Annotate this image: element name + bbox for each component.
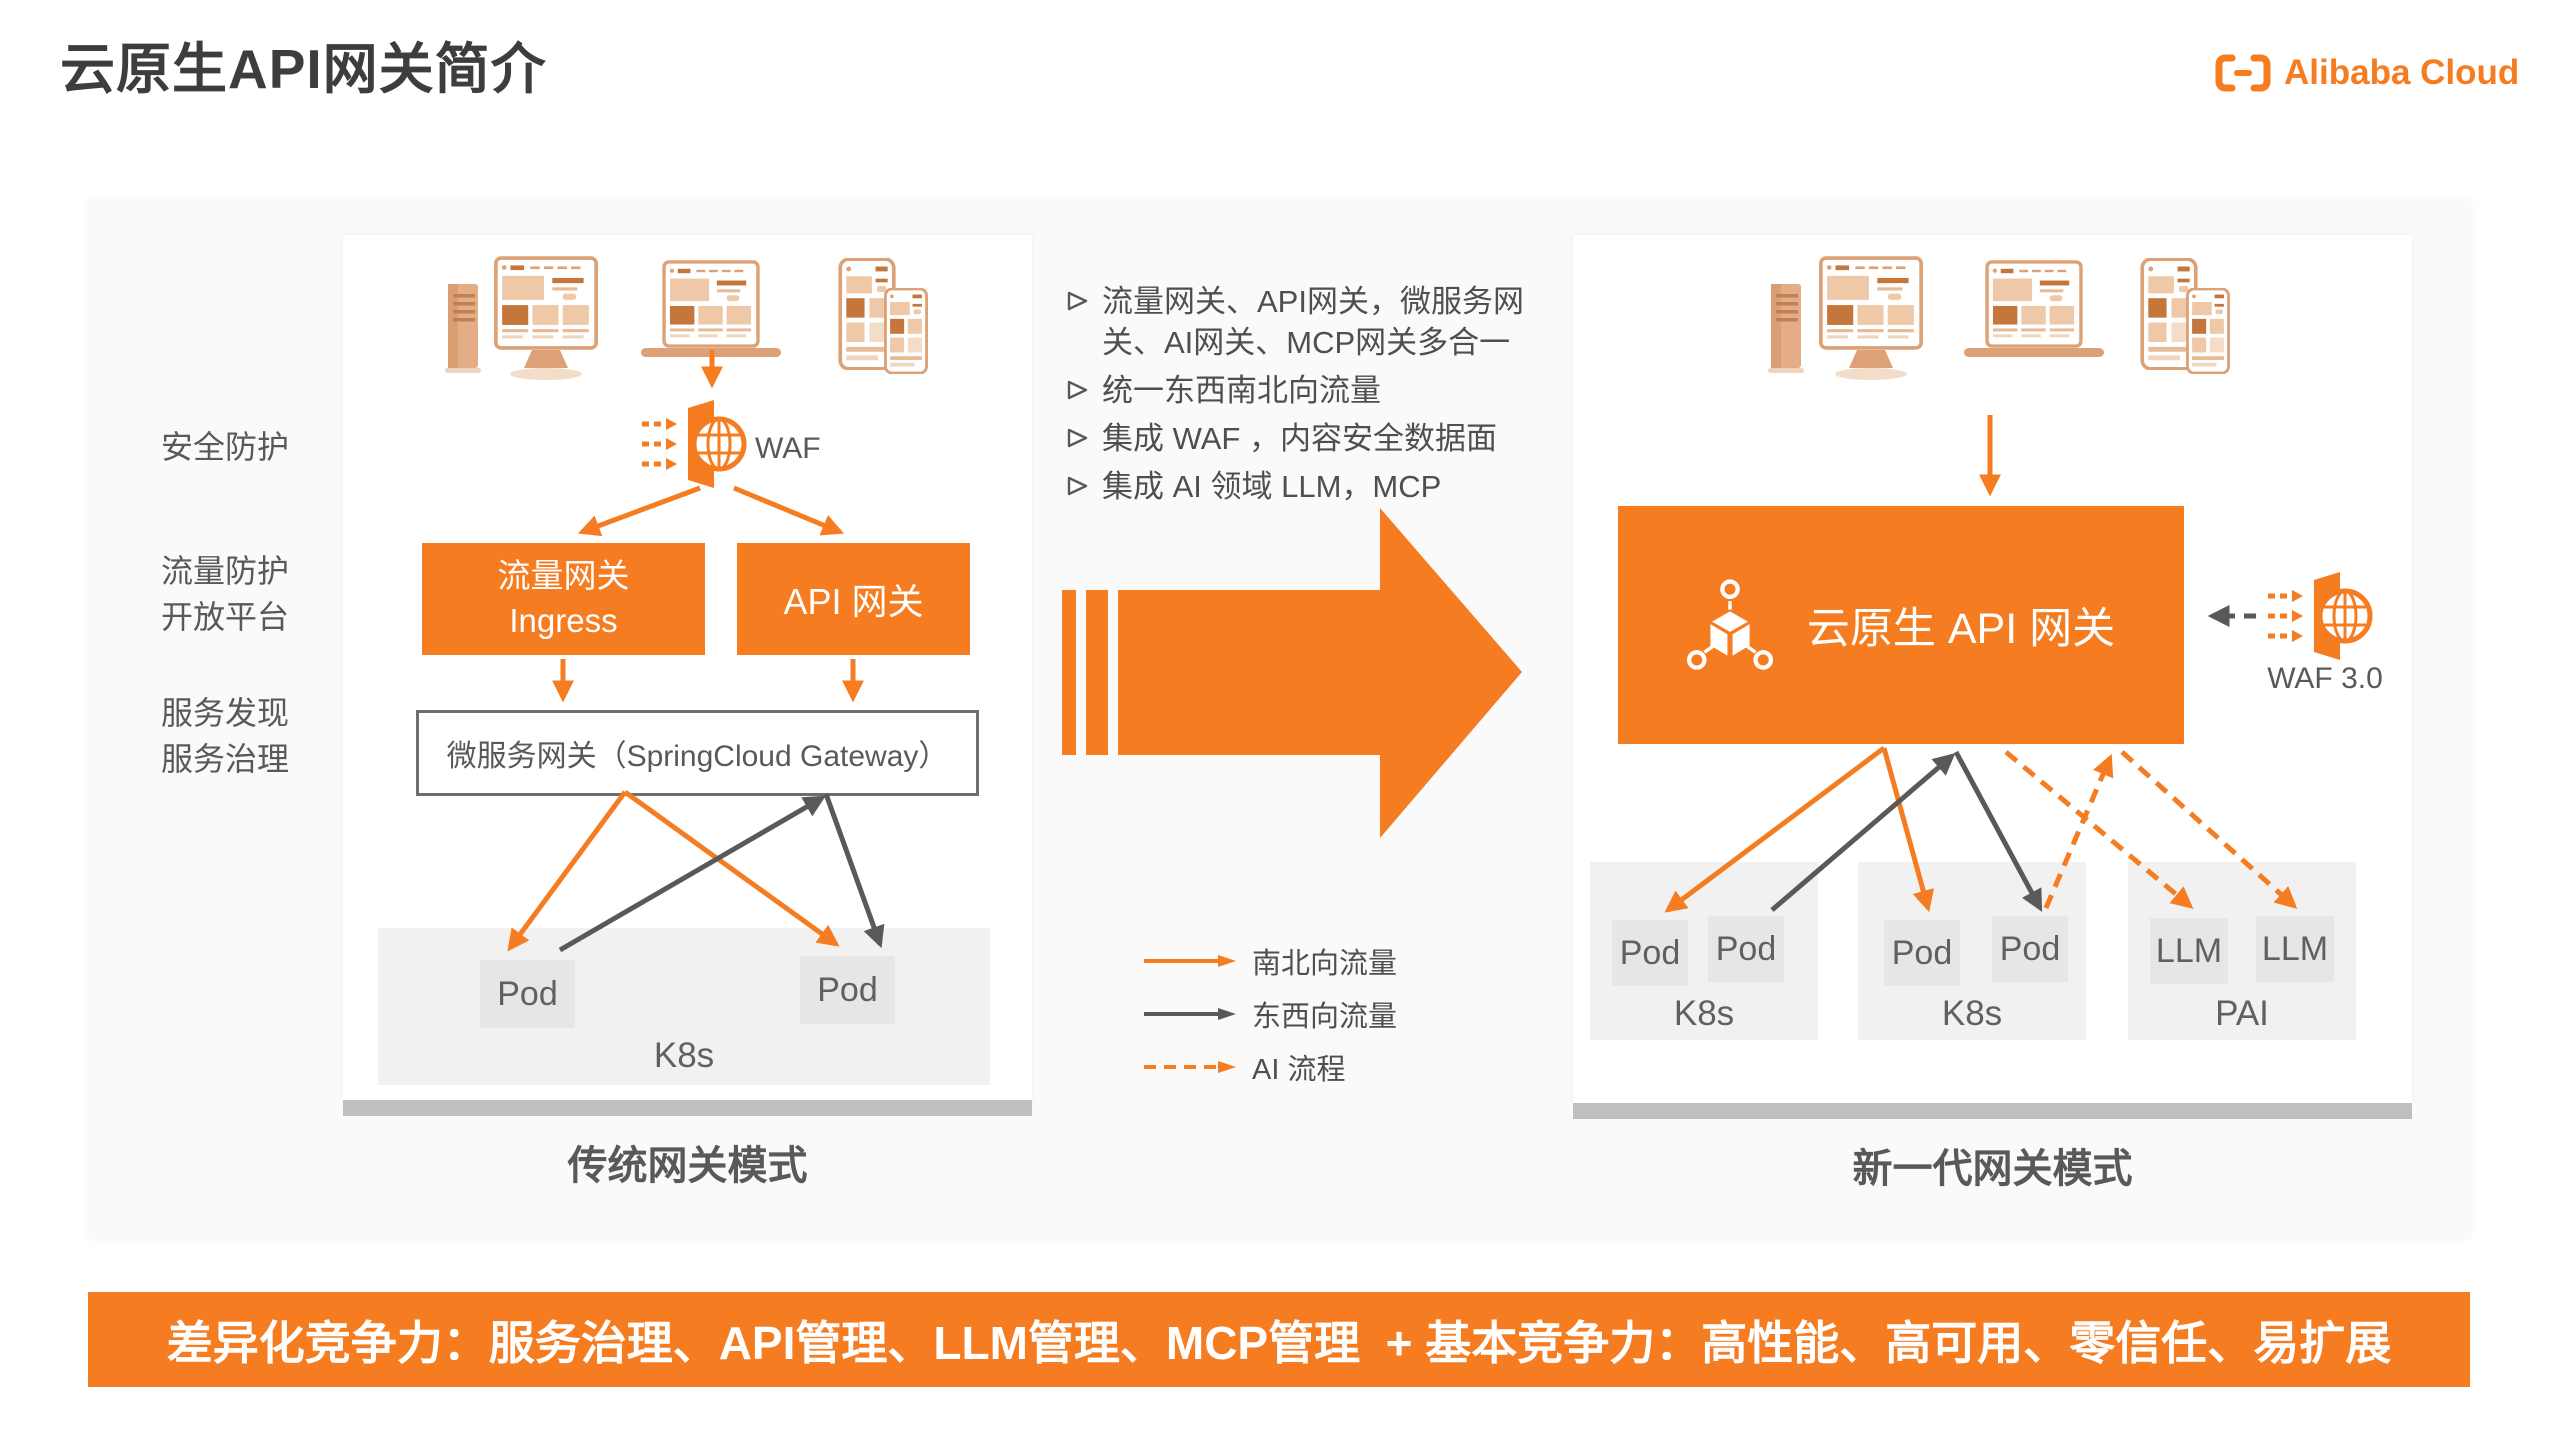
legend-item-north-south: 南北向流量 xyxy=(1142,934,1397,987)
pod-node: Pod xyxy=(1992,916,2068,982)
gray-solid-arrow-icon xyxy=(1144,1007,1236,1020)
arrow-bullet-icon xyxy=(1066,419,1102,460)
pod-node: Pod xyxy=(1884,920,1960,986)
alibaba-cloud-wordmark: Alibaba Cloud xyxy=(2284,53,2520,92)
legend-item-east-west: 东西向流量 xyxy=(1142,987,1397,1040)
orange-dashed-arrow-icon xyxy=(1144,1060,1236,1073)
pod-node: Pod xyxy=(1708,916,1784,982)
k8s-cluster-area: Pod Pod K8s xyxy=(378,928,990,1085)
list-item: 流量网关、API网关，微服务网关、AI网关、MCP网关多合一 xyxy=(1066,282,1576,364)
pai-cluster-area: LLM LLM PAI xyxy=(2128,862,2356,1040)
alibaba-cloud-bracket-icon xyxy=(2215,54,2271,92)
alibaba-cloud-logo: Alibaba Cloud xyxy=(2212,52,2519,94)
pai-label: PAI xyxy=(2215,994,2269,1033)
legend: 南北向流量 东西向流量 AI 流程 xyxy=(1142,934,1397,1093)
arrow-bullet-icon xyxy=(1066,282,1102,364)
pod-node: Pod xyxy=(480,960,575,1028)
k8s-label: K8s xyxy=(1941,994,2003,1033)
pod-node: Pod xyxy=(800,956,895,1024)
api-gateway-box: API 网关 xyxy=(737,543,970,655)
side-label-service-discovery-governance: 服务发现 服务治理 xyxy=(160,695,289,778)
pod-node: Pod xyxy=(1612,920,1688,986)
benefits-list: 流量网关、API网关，微服务网关、AI网关、MCP网关多合一 统一东西南北向流量… xyxy=(1066,282,1576,515)
llm-node: LLM xyxy=(2256,916,2334,982)
waf-label: WAF xyxy=(755,432,821,465)
side-label-security: 安全防护 xyxy=(160,429,289,465)
legend-item-ai-flow: AI 流程 xyxy=(1142,1040,1397,1093)
k8s-label: K8s xyxy=(653,1036,715,1075)
arrow-bullet-icon xyxy=(1066,467,1102,508)
llm-node: LLM xyxy=(2150,918,2228,984)
list-item: 集成 AI 领域 LLM，MCP xyxy=(1066,467,1576,508)
arrow-bullet-icon xyxy=(1066,371,1102,412)
right-caption: 新一代网关模式 xyxy=(1852,1147,2133,1191)
left-panel-base-bar xyxy=(343,1100,1032,1116)
side-label-traffic-openplatform: 流量防护 开放平台 xyxy=(160,553,289,636)
k8s-cluster-area: Pod Pod K8s xyxy=(1858,862,2086,1040)
traffic-gateway-box: 流量网关 Ingress xyxy=(422,543,705,655)
distributed-cube-icon xyxy=(1686,579,1773,670)
right-panel-base-bar xyxy=(1573,1103,2412,1119)
competitiveness-banner: 差异化竞争力：服务治理、API管理、LLM管理、MCP管理 + 基本竞争力：高性… xyxy=(88,1292,2470,1387)
list-item: 统一东西南北向流量 xyxy=(1066,371,1576,412)
list-item: 集成 WAF ，内容安全数据面 xyxy=(1066,419,1576,460)
waf3-label: WAF 3.0 xyxy=(2267,662,2383,695)
cloud-native-api-gateway-box: 云原生 API 网关 xyxy=(1618,506,2184,744)
page-title: 云原生API网关简介 xyxy=(60,38,547,100)
k8s-cluster-area: Pod Pod K8s xyxy=(1590,862,1818,1040)
k8s-label: K8s xyxy=(1673,994,1735,1033)
left-caption: 传统网关模式 xyxy=(567,1144,808,1188)
microservice-gateway-box: 微服务网关（SpringCloud Gateway） xyxy=(416,710,979,796)
cloud-native-api-gateway-label: 云原生 API 网关 xyxy=(1806,605,2116,653)
orange-solid-arrow-icon xyxy=(1144,954,1236,967)
